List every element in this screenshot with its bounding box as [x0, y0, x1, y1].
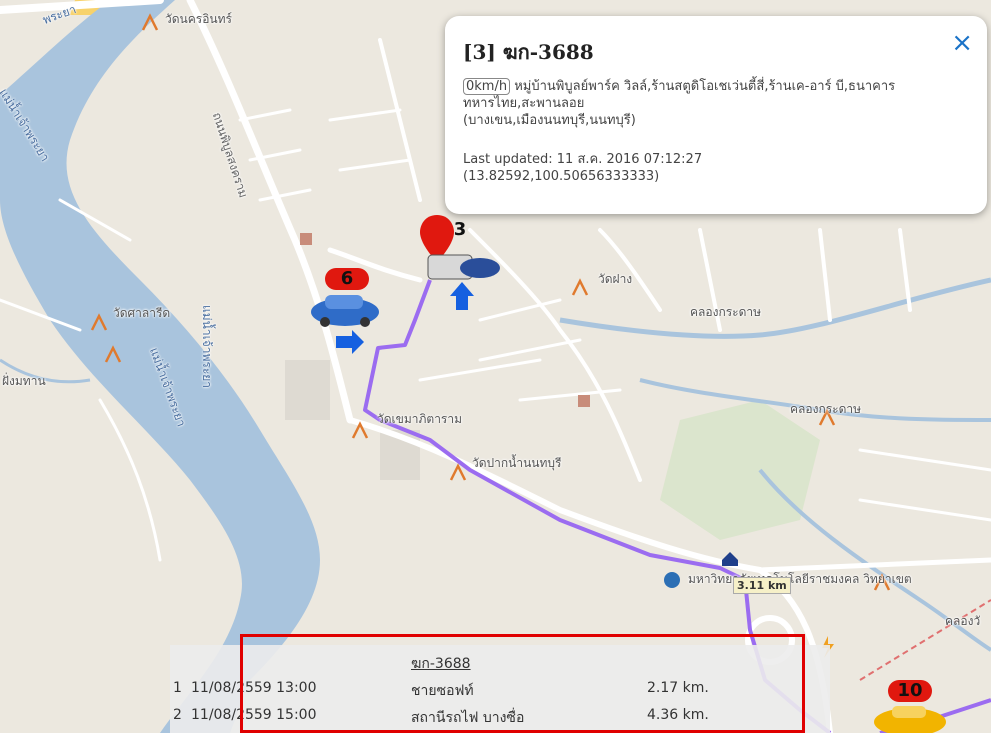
vehicle-3-arrow-icon [450, 282, 474, 310]
label-temple-sala: วัดศาลารีด [113, 306, 171, 320]
label-temple-khema: วัดเขมาภิตาราม [377, 412, 463, 426]
label-canal-1: คลองกระดาษ [690, 305, 762, 319]
close-icon[interactable]: × [951, 28, 973, 58]
table-row[interactable]: 2 11/08/2559 15:00 สถานีรถไฟ บางซื่อ 4.3… [170, 707, 830, 729]
label-river-main: แม่น้ำเจ้าพระยา [200, 305, 214, 389]
trip-date: 11/08/2559 13:00 [191, 680, 317, 696]
highlight-box [240, 634, 805, 733]
district-text: (บางเขน,เมืองนนทบุรี,นนทบุรี) [463, 113, 636, 128]
trip-distance: 2.17 km. [647, 680, 709, 696]
popup-title: [3] ฆก-3688 [463, 40, 594, 64]
trip-distance: 4.36 km. [647, 707, 709, 723]
trip-plate-header[interactable]: ฆก-3688 [411, 656, 471, 672]
trip-place: ชายซอฟท์ [411, 683, 474, 699]
temple-icons [90, 13, 891, 591]
popup-address: 0km/h หมู่บ้านพิบูลย์พาร์ค วิลล์,ร้านสตู… [463, 78, 963, 129]
trip-no: 2 [173, 707, 182, 723]
vehicle-6-badge[interactable]: 6 [325, 268, 369, 290]
last-updated-text: Last updated: 11 ส.ค. 2016 07:12:27 [463, 152, 703, 167]
coordinates-text: (13.82592,100.50656333333) [463, 169, 660, 184]
speed-badge: 0km/h [463, 78, 511, 95]
table-row[interactable]: 1 11/08/2559 13:00 ชายซอฟท์ 2.17 km. [170, 680, 830, 702]
trip-date: 11/08/2559 15:00 [191, 707, 317, 723]
vehicle-info-popup: [3] ฆก-3688 × 0km/h หมู่บ้านพิบูลย์พาร์ค… [445, 16, 987, 214]
address-text: หมู่บ้านพิบูลย์พาร์ค วิลล์,ร้านสตูดิโอเช… [463, 79, 896, 111]
vehicle-3-car-icon [420, 215, 500, 280]
label-temple-paknam: วัดปากน้ำนนทบุรี [472, 456, 562, 470]
vehicle-10-car-icon [874, 706, 946, 733]
label-edge-left: ฝั่งมทาน [2, 374, 46, 388]
label-canal-right: คลองวั [945, 614, 981, 628]
trip-place: สถานีรถไฟ บางซื่อ [411, 710, 525, 726]
label-university: มหาวิทยาลัยเทคโนโลยีราชมงคล วิทยาเขต [688, 572, 912, 586]
label-temple-fang: วัดฝาง [598, 272, 633, 286]
route-distance-label: 3.11 km [733, 577, 791, 594]
vehicle-3-badge[interactable]: 3 [453, 219, 467, 240]
vehicle-10-badge[interactable]: 10 [888, 680, 932, 702]
university-icon [664, 572, 680, 588]
label-canal-2: คลองกระดาษ [790, 402, 862, 416]
label-temple-top: วัดนครอินทร์ [165, 12, 232, 26]
popup-updated: Last updated: 11 ส.ค. 2016 07:12:27 (13.… [463, 151, 702, 185]
trip-no: 1 [173, 680, 182, 696]
vehicle-6-car-icon [311, 295, 379, 327]
trip-history-panel: ฆก-3688 1 11/08/2559 13:00 ชายซอฟท์ 2.17… [170, 645, 830, 733]
vehicle-6-arrow-icon [336, 330, 364, 354]
